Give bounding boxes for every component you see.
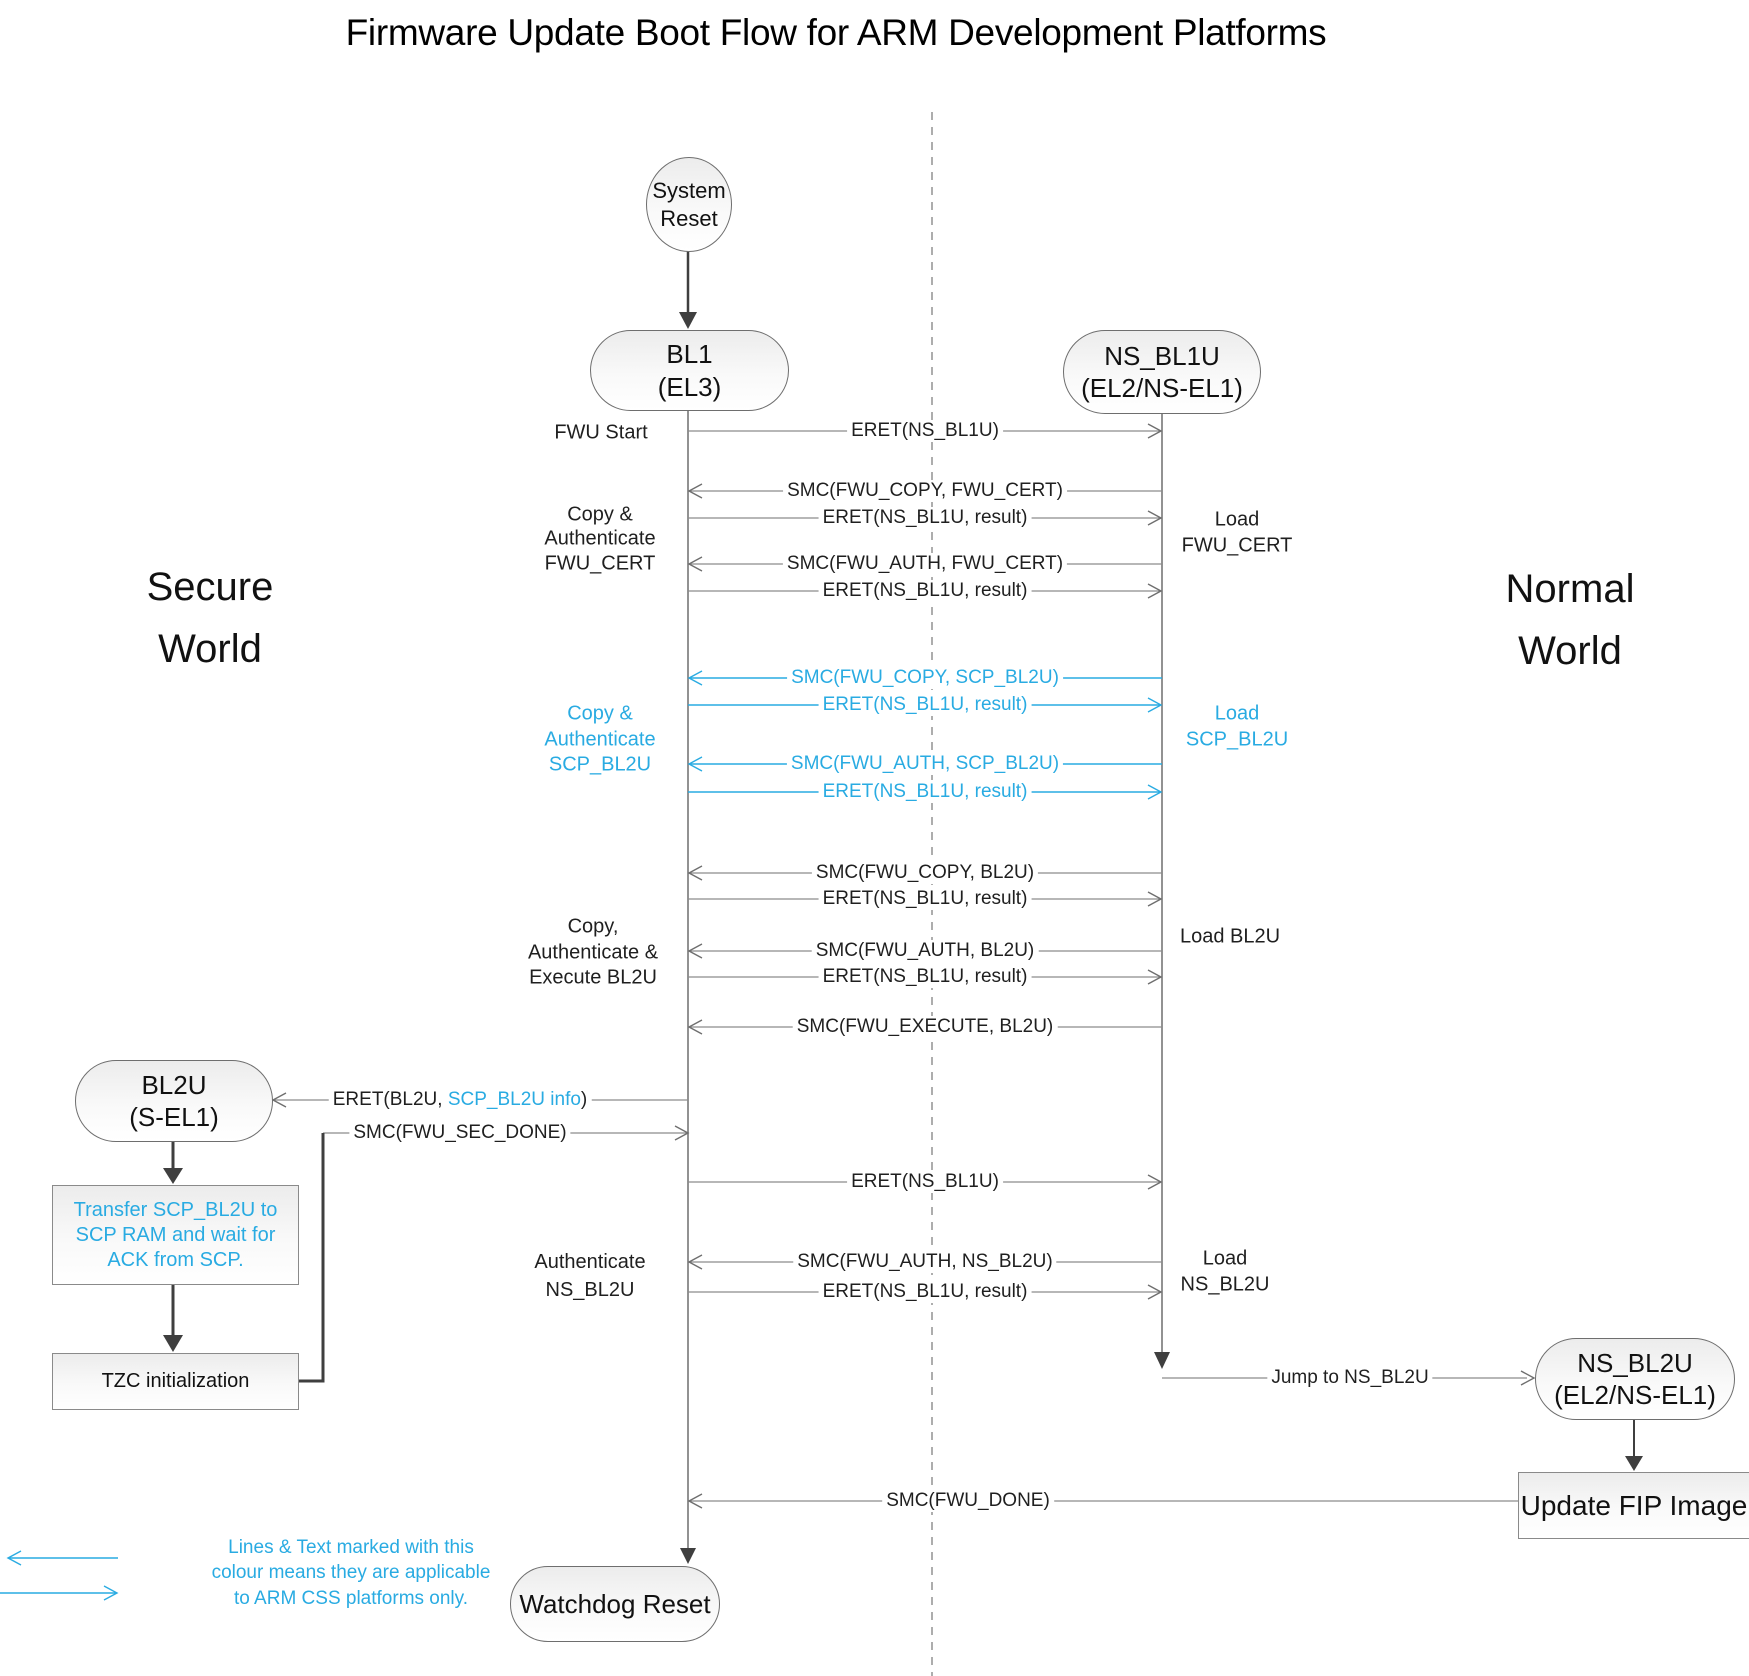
- message-eret-ns-bl1u-1: ERET(NS_BL1U): [847, 420, 1003, 442]
- message-smc-fwu-copy-scp-bl2u: SMC(FWU_COPY, SCP_BL2U): [787, 667, 1063, 689]
- message-smc-fwu-execute-bl2u: SMC(FWU_EXECUTE, BL2U): [792, 1016, 1058, 1038]
- message-smc-fwu-copy-bl2u: SMC(FWU_COPY, BL2U): [811, 862, 1039, 884]
- normal-world-label: Normal World: [1505, 567, 1635, 673]
- message-eret-result-5: ERET(NS_BL1U, result): [818, 888, 1032, 910]
- tzc-initialization-node: TZC initialization: [52, 1353, 299, 1410]
- ns-bl1u-node: NS_BL1U (EL2/NS-EL1): [1063, 330, 1261, 414]
- label-copy-auth-scp-bl2u: Copy & Authenticate SCP_BL2U: [544, 702, 656, 776]
- label-copy-auth-fwu-cert: Copy & Authenticate FWU_CERT: [544, 503, 656, 575]
- secure-world-label: Secure World: [146, 565, 274, 671]
- message-smc-fwu-auth-ns-bl2u: SMC(FWU_AUTH, NS_BL2U): [793, 1251, 1057, 1273]
- bl1-node: BL1 (EL3): [590, 330, 789, 411]
- message-smc-fwu-auth-fwu-cert: SMC(FWU_AUTH, FWU_CERT): [782, 553, 1068, 575]
- label-authenticate-ns-bl2u: Authenticate NS_BL2U: [534, 1251, 646, 1301]
- message-smc-fwu-sec-done: SMC(FWU_SEC_DONE): [349, 1122, 571, 1144]
- watchdog-reset-node: Watchdog Reset: [510, 1566, 720, 1642]
- update-fip-image-node: Update FIP Image: [1518, 1472, 1749, 1539]
- label-load-fwu-cert: Load FWU_CERT: [1181, 508, 1293, 556]
- label-fwu-start: FWU Start: [554, 421, 648, 444]
- diagram-title: Firmware Update Boot Flow for ARM Develo…: [345, 12, 1327, 53]
- label-copy-auth-exec-bl2u: Copy, Authenticate & Execute BL2U: [527, 915, 659, 989]
- message-eret-result-1: ERET(NS_BL1U, result): [818, 507, 1032, 529]
- bl2u-node: BL2U (S-EL1): [75, 1060, 273, 1142]
- label-load-scp-bl2u: Load SCP_BL2U: [1185, 702, 1289, 750]
- message-eret-result-7: ERET(NS_BL1U, result): [818, 1281, 1032, 1303]
- legend-css-platforms-note: Lines & Text marked with this colour mea…: [211, 1537, 491, 1609]
- message-eret-result-4: ERET(NS_BL1U, result): [818, 781, 1032, 803]
- transfer-scp-bl2u-node: Transfer SCP_BL2U to SCP RAM and wait fo…: [52, 1185, 299, 1285]
- ns-bl2u-node: NS_BL2U (EL2/NS-EL1): [1535, 1338, 1735, 1420]
- message-eret-result-6: ERET(NS_BL1U, result): [818, 966, 1032, 988]
- message-jump-to-ns-bl2u: Jump to NS_BL2U: [1267, 1367, 1433, 1389]
- system-reset-node: System Reset: [646, 157, 732, 252]
- message-eret-result-3: ERET(NS_BL1U, result): [818, 694, 1032, 716]
- message-smc-fwu-copy-fwu-cert: SMC(FWU_COPY, FWU_CERT): [783, 480, 1067, 502]
- message-smc-fwu-auth-scp-bl2u: SMC(FWU_AUTH, SCP_BL2U): [786, 753, 1064, 775]
- label-load-bl2u: Load BL2U: [1179, 925, 1281, 948]
- label-load-ns-bl2u: Load NS_BL2U: [1180, 1247, 1270, 1295]
- message-smc-fwu-done: SMC(FWU_DONE): [882, 1490, 1054, 1512]
- message-smc-fwu-auth-bl2u: SMC(FWU_AUTH, BL2U): [811, 940, 1039, 962]
- message-eret-bl2u-scp-bl2u-info: ERET(BL2U, SCP_BL2U info): [328, 1089, 592, 1111]
- message-eret-result-2: ERET(NS_BL1U, result): [818, 580, 1032, 602]
- message-eret-ns-bl1u-2: ERET(NS_BL1U): [847, 1171, 1003, 1193]
